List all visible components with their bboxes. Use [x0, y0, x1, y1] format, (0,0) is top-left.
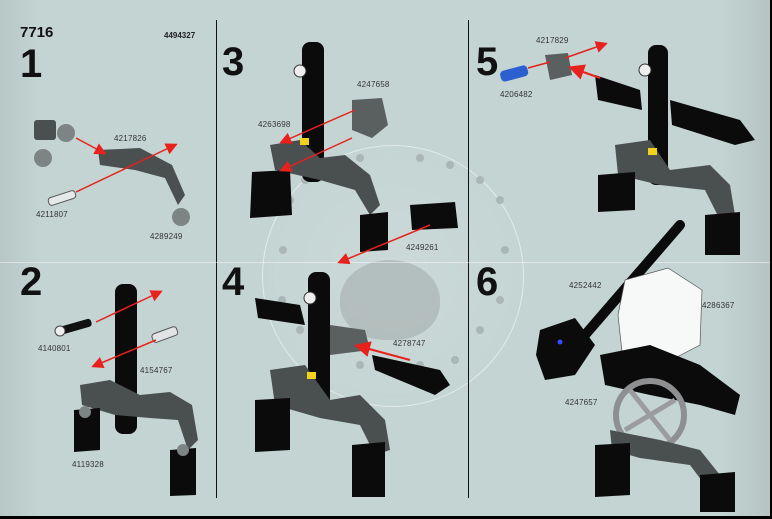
step5-illustration	[500, 41, 755, 255]
part-label: 4263698	[258, 120, 291, 129]
step1-illustration	[34, 120, 190, 226]
booklet-code: 4494327	[164, 31, 196, 40]
step4-illustration	[255, 272, 450, 497]
part-label: 4286367	[702, 301, 735, 310]
part-label: 4217829	[536, 36, 569, 45]
part-label: 4252442	[569, 281, 602, 290]
part-label: 4217826	[114, 134, 147, 143]
column-divider-right	[468, 20, 469, 498]
part-label: 4211807	[36, 210, 68, 219]
part-label: 4154767	[140, 366, 173, 375]
step3-illustration	[250, 42, 458, 265]
step-number-4: 4	[222, 260, 245, 304]
part-label: 4289249	[150, 232, 183, 241]
part-label: 4247658	[357, 80, 390, 89]
part-label: 4119328	[72, 460, 104, 469]
part-label: 4140801	[38, 344, 71, 353]
step6-illustration	[536, 220, 740, 512]
row-guide	[0, 262, 770, 263]
part-label: 4278747	[393, 339, 426, 348]
step-number-1: 1	[20, 42, 43, 86]
part-label: 4249261	[406, 243, 439, 252]
step-number-6: 6	[476, 260, 499, 304]
watermark-mask	[340, 260, 440, 340]
step-number-2: 2	[20, 260, 43, 304]
set-number: 7716	[20, 24, 54, 41]
part-label: 4247657	[565, 398, 598, 407]
column-divider-left	[216, 20, 217, 498]
part-label: 4206482	[500, 90, 533, 99]
step-number-3: 3	[222, 40, 245, 84]
step-number-5: 5	[476, 40, 499, 84]
step2-illustration	[54, 284, 198, 496]
